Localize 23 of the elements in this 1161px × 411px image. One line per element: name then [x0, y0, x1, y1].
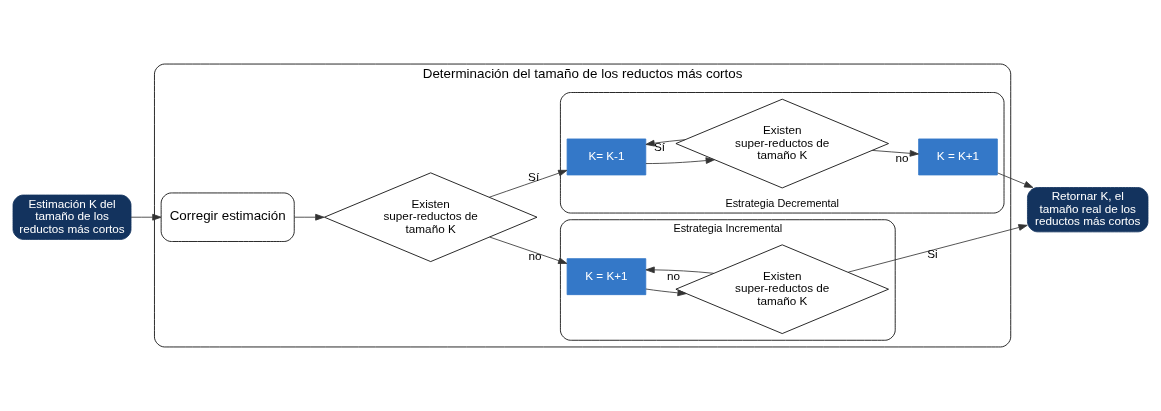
arrow: [645, 288, 687, 297]
arrow: [997, 172, 1034, 188]
arrow: [871, 150, 919, 157]
arrow: [294, 213, 325, 221]
arrow: [645, 266, 715, 274]
edge-label: no: [895, 150, 909, 164]
node-box: K = K+1: [566, 258, 647, 296]
node-box: Estimación K del tamaño de los reductos más cortos: [12, 194, 132, 240]
arrow: [130, 213, 162, 221]
arrow: [645, 139, 686, 147]
arrow: [847, 224, 1028, 273]
arrow: [489, 236, 568, 264]
node-box: K = K+1: [918, 138, 998, 176]
edge-label: no: [666, 269, 680, 283]
node-box: K= K-1: [566, 138, 647, 176]
arrow: [645, 157, 715, 164]
edge-label: Sí: [528, 169, 540, 183]
edge-label: Sí: [654, 140, 666, 154]
node-diamond: Existen super-reductos de tamaño K: [675, 98, 889, 189]
arrow: [488, 169, 568, 198]
node-box: Retornar K, el tamaño real de los reductos más cortos: [1027, 187, 1149, 233]
node-box: Corregir estimación: [160, 192, 295, 242]
edge-label: Si: [927, 247, 938, 261]
